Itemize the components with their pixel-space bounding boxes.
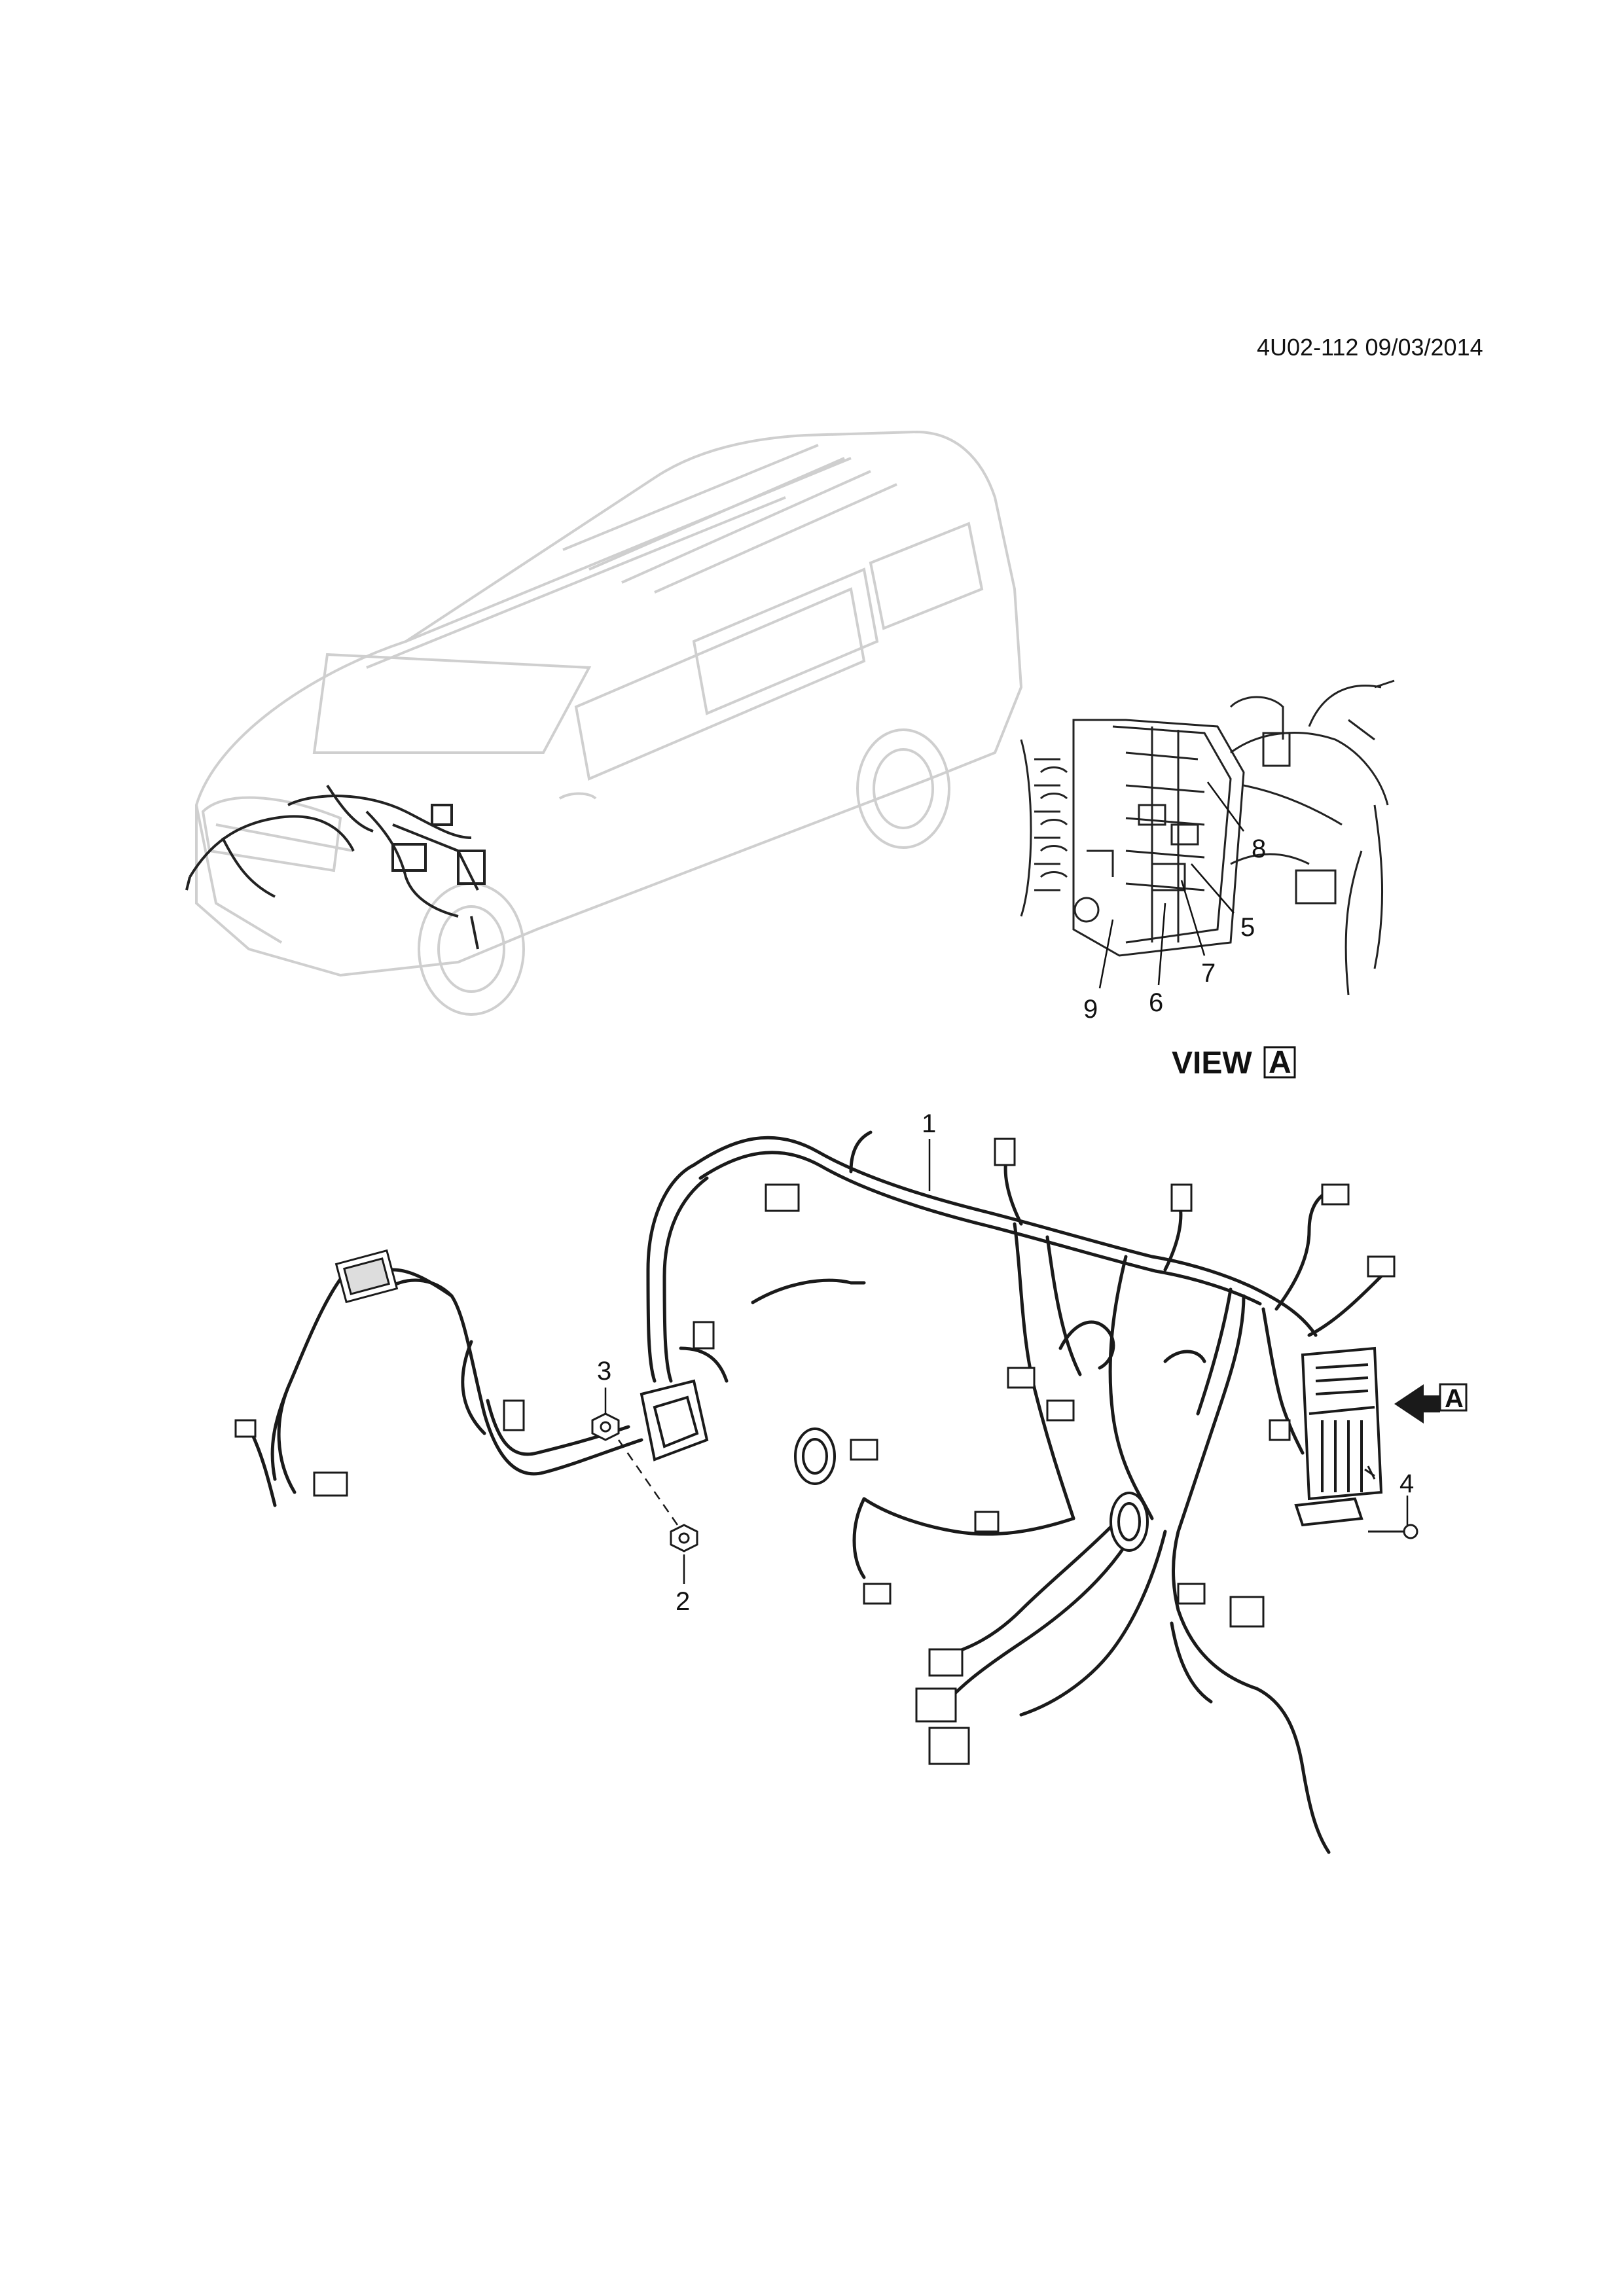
view-a-letter: A [1269, 1045, 1291, 1080]
nut-3 [591, 1412, 620, 1441]
callout-9: 9 [1083, 995, 1098, 1024]
callout-6: 6 [1149, 988, 1163, 1017]
main-wiring-harness [247, 1130, 1383, 1854]
callout-2: 2 [676, 1587, 690, 1616]
diagram-reference-date: 4U02-112 09/03/2014 [1257, 334, 1483, 361]
callout-1: 1 [922, 1109, 936, 1138]
harness-connectors [234, 1138, 1396, 1765]
vehicle-overview [195, 430, 1023, 1016]
assembly-dash-line [617, 1439, 679, 1526]
screw-4 [1364, 1465, 1418, 1539]
fuse-block [1294, 1346, 1383, 1527]
vehicle-front-harness [185, 784, 486, 950]
view-a-arrow [1394, 1383, 1468, 1424]
view-a-letter-box [1263, 1046, 1296, 1079]
callout-7: 7 [1201, 959, 1216, 988]
main-leaders [604, 1139, 1409, 1584]
view-a-detail [1020, 679, 1395, 996]
view-a-leaders [1098, 781, 1245, 989]
callout-8: 8 [1252, 834, 1266, 863]
nut-2 [670, 1524, 698, 1552]
callout-3: 3 [597, 1357, 611, 1386]
callout-4: 4 [1399, 1469, 1414, 1498]
view-a-arrow-letter: A [1445, 1384, 1464, 1413]
view-a-title: VIEW [1172, 1046, 1252, 1081]
callout-5: 5 [1240, 913, 1255, 942]
grommets [640, 1379, 1149, 1552]
